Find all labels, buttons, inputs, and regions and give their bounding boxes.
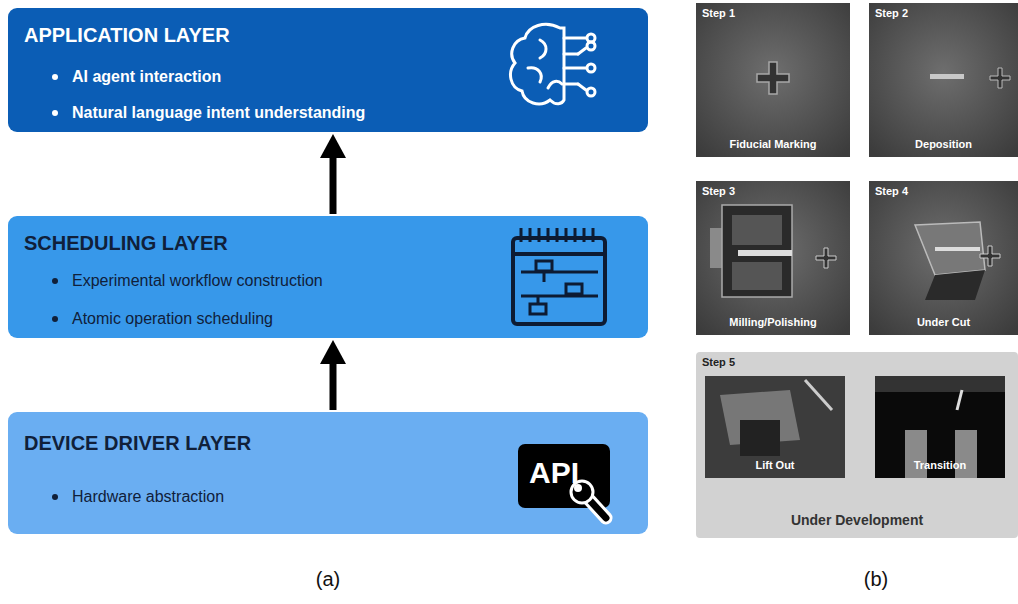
layer-heading: DEVICE DRIVER LAYER <box>24 430 251 456</box>
step-number: Step 2 <box>875 6 908 20</box>
layer-heading: APPLICATION LAYER <box>24 22 230 48</box>
step-caption: Under Cut <box>869 314 1018 330</box>
step-caption: Transition <box>875 457 1005 473</box>
text-holder: Under Development <box>696 512 1018 528</box>
text-holder: Step 5 <box>702 355 735 369</box>
text-holder: Step 3 <box>702 184 735 198</box>
text-holder: Step 1 <box>702 6 735 20</box>
text-holder: Step 2 <box>875 6 908 20</box>
arrow-part <box>330 156 337 214</box>
text-holder: (b) <box>846 566 906 592</box>
bullet-dot <box>52 316 58 322</box>
layer-bullet: Atomic operation scheduling <box>72 308 273 330</box>
flow-arrow <box>320 340 346 410</box>
text-holder: Fiducial Marking <box>696 136 850 152</box>
text-holder: Natural language intent understanding <box>52 102 365 124</box>
step-caption: Fiducial Marking <box>696 136 850 152</box>
text-holder: Milling/Polishing <box>696 314 850 330</box>
arrow-part <box>320 134 346 158</box>
text-holder: SCHEDULING LAYER <box>24 230 228 256</box>
text-holder: APPLICATION LAYER <box>24 22 230 48</box>
text-holder: Under Cut <box>869 314 1018 330</box>
step-number: Step 5 <box>702 355 735 369</box>
bullet-dot <box>52 74 58 80</box>
step-caption: Deposition <box>869 136 1018 152</box>
layer-bullet: Hardware abstraction <box>72 486 224 508</box>
step-number: Step 3 <box>702 184 735 198</box>
text-holder: (a) <box>298 566 358 592</box>
layer-bullet: AI agent interaction <box>72 66 221 88</box>
arrow-part <box>320 340 346 364</box>
api-icon <box>518 444 610 518</box>
panel-caption: Under Development <box>696 512 1018 528</box>
arrow-part <box>330 362 337 410</box>
text-holder: Atomic operation scheduling <box>52 308 273 330</box>
flow-arrow <box>320 134 346 214</box>
text-holder: Step 4 <box>875 184 908 198</box>
layer-heading: SCHEDULING LAYER <box>24 230 228 256</box>
panel-label: (a) <box>298 566 358 592</box>
layer-box: SCHEDULING LAYER Experimental workflow co… <box>8 216 648 338</box>
sem-tiles <box>696 3 1018 538</box>
text-holder: AI agent interaction <box>52 66 221 88</box>
text-holder: Deposition <box>869 136 1018 152</box>
bullet-dot <box>52 278 58 284</box>
icon-label: API <box>518 455 590 491</box>
text-holder: API <box>518 455 590 491</box>
text-holder: Lift Out <box>705 457 845 473</box>
text-holder: Experimental workflow construction <box>52 270 323 292</box>
layer-bullet: Natural language intent understanding <box>72 102 365 124</box>
layer-box: APPLICATION LAYER AI agent interactionNat… <box>8 8 648 132</box>
bullet-dot <box>52 494 58 500</box>
panel-label: (b) <box>846 566 906 592</box>
step-number: Step 4 <box>875 184 908 198</box>
bullet-dot <box>52 110 58 116</box>
text-holder: Transition <box>875 457 1005 473</box>
layer-bullet: Experimental workflow construction <box>72 270 323 292</box>
step-caption: Milling/Polishing <box>696 314 850 330</box>
text-holder: DEVICE DRIVER LAYER <box>24 430 251 456</box>
text-holder: Hardware abstraction <box>52 486 224 508</box>
step-number: Step 1 <box>702 6 735 20</box>
step-caption: Lift Out <box>705 457 845 473</box>
